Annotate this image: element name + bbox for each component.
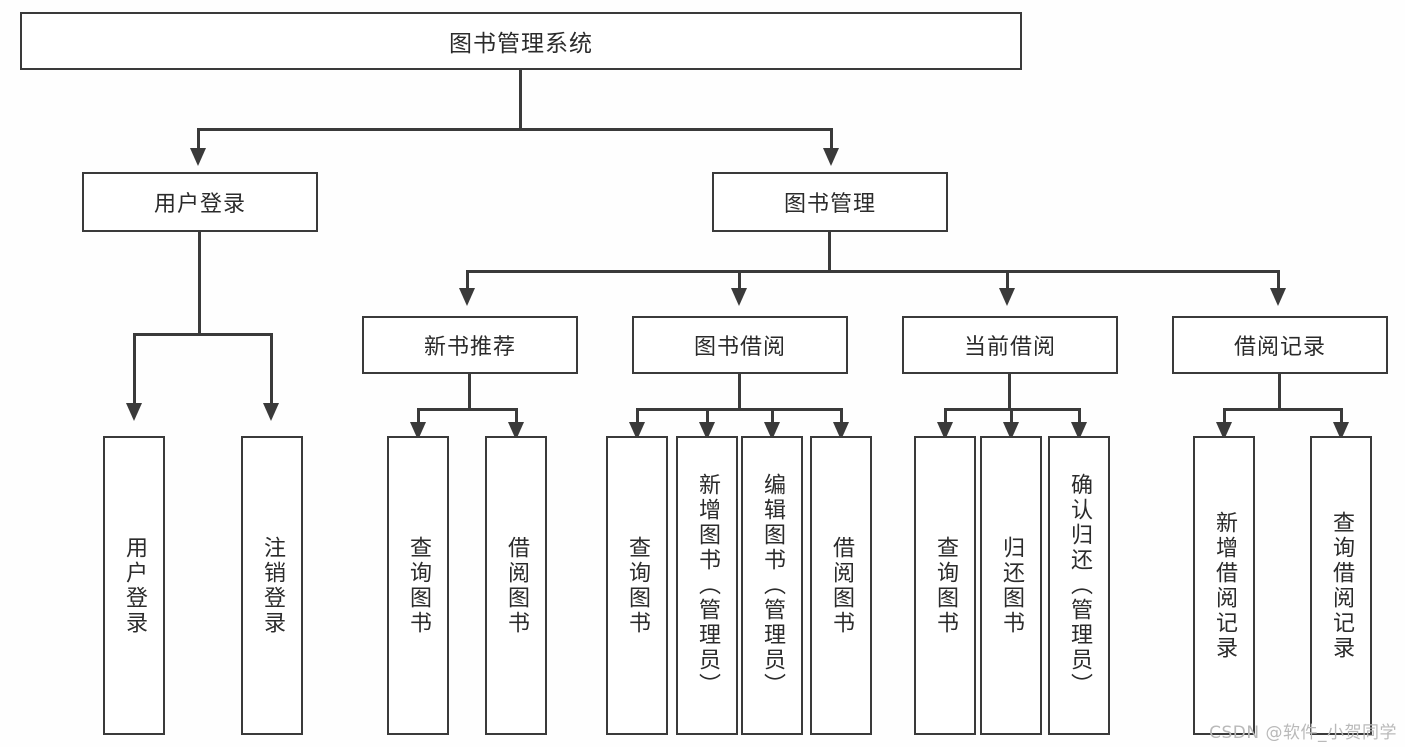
connector-user-login-stem bbox=[198, 232, 201, 335]
arrow-borrow-record-leaf-1 bbox=[1216, 422, 1232, 440]
arrow-user-login-leaf-1 bbox=[126, 403, 142, 421]
arrow-bm-to-new-book bbox=[459, 288, 475, 306]
leaf-return-book-label: 归还图书 bbox=[999, 535, 1024, 636]
connector-borrow-record-leaf-1 bbox=[1223, 408, 1226, 424]
node-root-system[interactable]: 图书管理系统 bbox=[20, 12, 1022, 70]
arrow-root-to-book-management bbox=[823, 148, 839, 166]
leaf-borrow-book-1[interactable]: 借阅图书 bbox=[485, 436, 547, 735]
arrow-bm-to-current-borrow bbox=[999, 288, 1015, 306]
connector-root-to-book-management bbox=[830, 128, 833, 150]
connector-borrow-record-stem bbox=[1278, 374, 1281, 410]
connector-new-book-leaf-2 bbox=[515, 408, 518, 424]
connector-book-borrow-leaf-4 bbox=[840, 408, 843, 424]
leaf-query-book-2-label: 查询图书 bbox=[625, 535, 650, 636]
node-current-borrow[interactable]: 当前借阅 bbox=[902, 316, 1118, 374]
connector-user-login-leaf-1 bbox=[133, 333, 136, 405]
connector-bm-to-book-borrow bbox=[738, 270, 741, 290]
connector-new-book-bar bbox=[418, 408, 518, 411]
node-user-login[interactable]: 用户登录 bbox=[82, 172, 318, 232]
arrow-book-borrow-leaf-1 bbox=[629, 422, 645, 440]
arrow-root-to-user-login bbox=[190, 148, 206, 166]
arrow-current-borrow-leaf-1 bbox=[937, 422, 953, 440]
leaf-query-record-label: 查询借阅记录 bbox=[1329, 510, 1354, 661]
leaf-logout-label: 注销登录 bbox=[260, 535, 285, 636]
connector-new-book-leaf-1 bbox=[417, 408, 420, 424]
arrow-new-book-leaf-1 bbox=[410, 422, 426, 440]
connector-book-borrow-leaf-3 bbox=[771, 408, 774, 424]
node-borrow-record[interactable]: 借阅记录 bbox=[1172, 316, 1388, 374]
connector-user-login-bar bbox=[134, 333, 272, 336]
connector-new-book-stem bbox=[468, 374, 471, 410]
connector-book-borrow-stem bbox=[738, 374, 741, 410]
connector-current-borrow-leaf-1 bbox=[944, 408, 947, 424]
leaf-query-book-1[interactable]: 查询图书 bbox=[387, 436, 449, 735]
arrow-current-borrow-leaf-2 bbox=[1003, 422, 1019, 440]
leaf-add-book-label: 新增图书（管理员） bbox=[695, 473, 720, 698]
connector-book-borrow-leaf-1 bbox=[636, 408, 639, 424]
connector-current-borrow-leaf-3 bbox=[1078, 408, 1081, 424]
arrow-bm-to-borrow-record bbox=[1270, 288, 1286, 306]
leaf-borrow-book-2-label: 借阅图书 bbox=[829, 535, 854, 636]
connector-user-login-leaf-2 bbox=[270, 333, 273, 405]
node-book-borrow[interactable]: 图书借阅 bbox=[632, 316, 848, 374]
connector-root-bar bbox=[197, 128, 833, 131]
arrow-book-borrow-leaf-2 bbox=[699, 422, 715, 440]
leaf-edit-book[interactable]: 编辑图书（管理员） bbox=[741, 436, 803, 735]
connector-book-management-bar bbox=[466, 270, 1280, 273]
arrow-current-borrow-leaf-3 bbox=[1071, 422, 1087, 440]
connector-current-borrow-leaf-2 bbox=[1010, 408, 1013, 424]
leaf-confirm-return[interactable]: 确认归还（管理员） bbox=[1048, 436, 1110, 735]
leaf-query-book-3-label: 查询图书 bbox=[933, 535, 958, 636]
leaf-edit-book-label: 编辑图书（管理员） bbox=[760, 473, 785, 698]
leaf-query-book-1-label: 查询图书 bbox=[406, 535, 431, 636]
connector-book-borrow-bar bbox=[637, 408, 843, 411]
leaf-borrow-book-1-label: 借阅图书 bbox=[504, 535, 529, 636]
connector-bm-to-borrow-record bbox=[1277, 270, 1280, 290]
connector-root-stem bbox=[519, 70, 522, 130]
leaf-add-record-label: 新增借阅记录 bbox=[1212, 510, 1237, 661]
leaf-query-book-2[interactable]: 查询图书 bbox=[606, 436, 668, 735]
connector-bm-to-new-book bbox=[466, 270, 469, 290]
connector-bm-to-current-borrow bbox=[1006, 270, 1009, 290]
arrow-book-borrow-leaf-4 bbox=[833, 422, 849, 440]
leaf-add-book[interactable]: 新增图书（管理员） bbox=[676, 436, 738, 735]
leaf-return-book[interactable]: 归还图书 bbox=[980, 436, 1042, 735]
connector-root-to-user-login bbox=[197, 128, 200, 150]
node-new-book-recommend[interactable]: 新书推荐 bbox=[362, 316, 578, 374]
leaf-user-login-label: 用户登录 bbox=[122, 535, 147, 636]
arrow-user-login-leaf-2 bbox=[263, 403, 279, 421]
connector-book-management-stem bbox=[828, 232, 831, 272]
leaf-query-book-3[interactable]: 查询图书 bbox=[914, 436, 976, 735]
node-book-management[interactable]: 图书管理 bbox=[712, 172, 948, 232]
arrow-bm-to-book-borrow bbox=[731, 288, 747, 306]
connector-book-borrow-leaf-2 bbox=[706, 408, 709, 424]
connector-current-borrow-stem bbox=[1008, 374, 1011, 410]
arrow-borrow-record-leaf-2 bbox=[1333, 422, 1349, 440]
leaf-logout[interactable]: 注销登录 bbox=[241, 436, 303, 735]
leaf-query-record[interactable]: 查询借阅记录 bbox=[1310, 436, 1372, 735]
connector-borrow-record-bar bbox=[1224, 408, 1342, 411]
leaf-user-login[interactable]: 用户登录 bbox=[103, 436, 165, 735]
leaf-borrow-book-2[interactable]: 借阅图书 bbox=[810, 436, 872, 735]
arrow-book-borrow-leaf-3 bbox=[764, 422, 780, 440]
leaf-add-record[interactable]: 新增借阅记录 bbox=[1193, 436, 1255, 735]
arrow-new-book-leaf-2 bbox=[508, 422, 524, 440]
connector-borrow-record-leaf-2 bbox=[1340, 408, 1343, 424]
leaf-confirm-return-label: 确认归还（管理员） bbox=[1067, 473, 1092, 698]
